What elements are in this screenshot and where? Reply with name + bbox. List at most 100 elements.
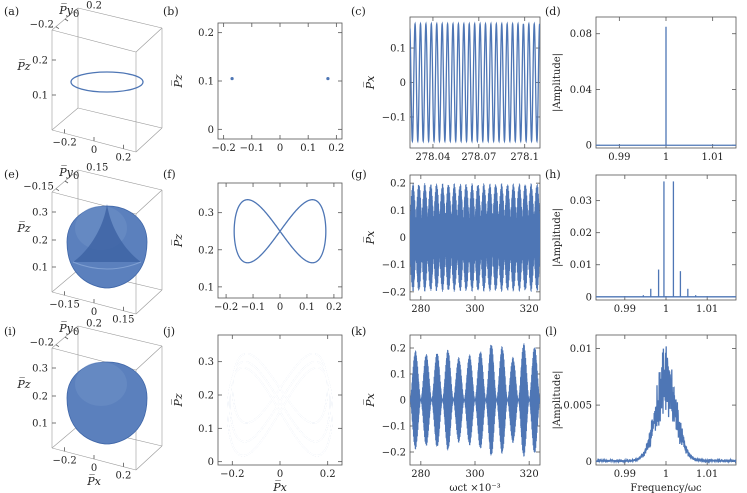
x-tick-label: 1 (663, 304, 669, 315)
data-point (326, 76, 330, 81)
y-tick (64, 336, 69, 340)
series-line (410, 343, 540, 457)
y-tick-label: 0 (400, 233, 406, 244)
x-axis-label: ωct ×10⁻³ (449, 483, 500, 493)
x-tick-label: 1.01 (696, 304, 718, 315)
y-tick-label: 0.1 (390, 206, 406, 217)
y-tick-label: −0.2 (30, 338, 54, 349)
z-tick-label: 0.1 (32, 91, 48, 102)
y-tick-label: 0 (208, 457, 214, 468)
panel-label-d: (d) (545, 5, 561, 18)
y-tick-label: 0.005 (563, 401, 592, 412)
x-axis-label: P̅x (272, 480, 287, 493)
y-tick-label: 0 (586, 457, 592, 468)
box-edge (77, 7, 163, 29)
surface-rim (72, 261, 142, 270)
box-edge (77, 107, 163, 129)
x-tick-label: 0 (91, 307, 97, 318)
y-tick (55, 344, 60, 348)
panel-label-e: (e) (4, 168, 19, 181)
box-edge (51, 107, 79, 131)
x-tick-label: 0.1 (300, 143, 316, 154)
y-tick-label: 0.02 (570, 228, 592, 239)
x-tick-label: −0.2 (211, 143, 235, 154)
y-axis-label: |Amplitude| (552, 53, 563, 112)
y-tick-label: 0 (400, 396, 406, 407)
x-tick-label: −0.2 (52, 137, 76, 148)
x-tick-label: 320 (520, 304, 539, 315)
data-layer (596, 181, 736, 298)
z-tick-label: 0.2 (32, 56, 48, 67)
y-tick-label: 0.15 (86, 162, 108, 173)
y-tick-label: 0.1 (390, 44, 406, 55)
series-line (410, 183, 540, 292)
y-tick-label: −0.15 (23, 182, 54, 193)
x-tick-label: 278.07 (461, 152, 496, 163)
y-tick-label: 0.3 (198, 357, 214, 368)
y-tick (64, 180, 69, 184)
y-tick-label: −0.1 (382, 112, 406, 123)
y-tick-label: 0.08 (570, 29, 592, 40)
x-tick-label: 1.01 (702, 152, 724, 163)
y-axis-label: P̅y (58, 3, 73, 17)
plot-frame (595, 174, 737, 301)
panel-label-j: (j) (163, 325, 175, 338)
y-tick (73, 172, 78, 176)
box-edge (135, 127, 163, 153)
y-axis-label: P̅x (363, 75, 377, 90)
trajectory-gap (231, 352, 329, 424)
z-tick-label: 0.2 (32, 236, 48, 247)
box-edge (51, 29, 137, 53)
x-tick-label: 280 (411, 469, 430, 480)
panel-label-c: (c) (351, 5, 366, 18)
z-tick-label: 0.3 (32, 364, 48, 375)
y-tick-label: 0.1 (198, 424, 214, 435)
y-tick-label: 0 (586, 141, 592, 152)
x-tick-label: 0 (91, 463, 97, 474)
y-tick-label: −0.2 (382, 448, 406, 459)
y-tick (73, 10, 78, 14)
y-tick (55, 26, 60, 30)
box-edge (51, 425, 79, 449)
x-tick-label: 278.04 (415, 152, 450, 163)
y-tick-label: 0.1 (198, 282, 214, 293)
y-axis-label: |Amplitude| (552, 208, 563, 267)
box-edge (135, 289, 163, 315)
data-layer (410, 21, 540, 144)
x-tick-label: 0.2 (320, 469, 336, 480)
y-tick-label: −0.2 (382, 287, 406, 298)
plot-frame (217, 334, 343, 466)
panel-label-g: (g) (351, 168, 367, 181)
y-tick-label: 0.2 (198, 28, 214, 39)
y-tick (55, 188, 60, 192)
data-point (230, 76, 234, 81)
panel-label-h: (h) (545, 168, 561, 181)
y-axis-label: P̅x (363, 392, 377, 407)
x-tick-label: 0.2 (115, 471, 131, 482)
y-tick-label: 0 (208, 125, 214, 136)
x-tick-label: 0 (277, 469, 283, 480)
trajectory (233, 199, 327, 264)
x-tick-label: 300 (465, 304, 484, 315)
y-axis-label: P̅z (171, 234, 185, 248)
x-tick-label: −0.15 (49, 299, 80, 310)
x-tick-label: 300 (465, 469, 484, 480)
y-tick-label: 0.01 (570, 344, 592, 355)
x-tick-label: 0.1 (299, 302, 315, 313)
y-axis-label: |Amplitude| (552, 370, 563, 429)
surface-cusp (73, 204, 141, 262)
z-axis-label: P̅z (16, 221, 30, 235)
x-tick-label: 1.01 (696, 469, 718, 480)
y-tick-label: 0 (73, 9, 79, 20)
y-tick-label: 0 (73, 171, 79, 182)
y-tick-label: −0.1 (382, 422, 406, 433)
x-tick-label: 1 (663, 469, 669, 480)
y-axis-label: P̅y (58, 321, 73, 335)
x-tick-label: 0.15 (112, 315, 134, 326)
